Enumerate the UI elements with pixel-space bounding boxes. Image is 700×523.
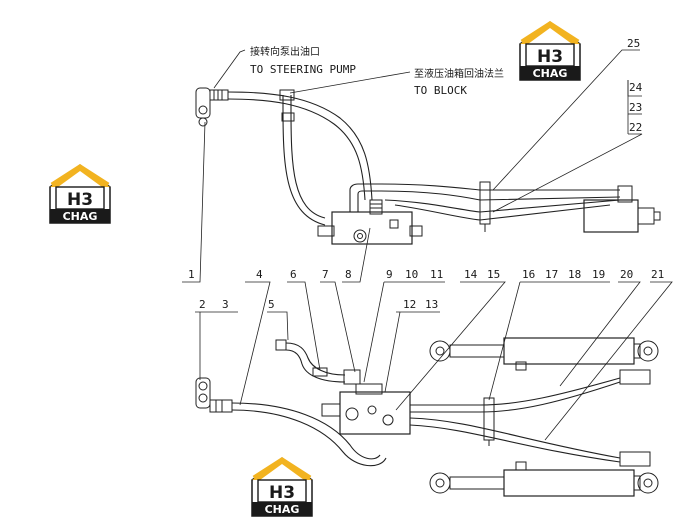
logo-letters-text: CHAG bbox=[533, 67, 568, 80]
logo-letters-text: CHAG bbox=[63, 210, 98, 223]
top-assembly bbox=[195, 87, 661, 245]
part-number: 17 bbox=[545, 268, 558, 281]
part-number: 20 bbox=[620, 268, 633, 281]
part-number: 21 bbox=[651, 268, 664, 281]
part-number: 24 bbox=[629, 81, 643, 94]
part-number: 16 bbox=[522, 268, 535, 281]
leaders bbox=[182, 49, 673, 441]
logo-top-right: H3 CHAG bbox=[520, 22, 580, 80]
logo-bottom: H3 CHAG bbox=[252, 458, 312, 516]
logo-mark-text: H3 bbox=[67, 190, 93, 210]
part-number: 19 bbox=[592, 268, 605, 281]
logo-mark-text: H3 bbox=[269, 483, 295, 503]
part-number: 23 bbox=[629, 101, 642, 114]
part-number: 22 bbox=[629, 121, 642, 134]
part-number: 6 bbox=[290, 268, 297, 281]
part-number: 10 bbox=[405, 268, 418, 281]
pump-label-cn: 接转向泵出油口 bbox=[250, 45, 320, 58]
part-number: 15 bbox=[487, 268, 500, 281]
part-number: 13 bbox=[425, 298, 438, 311]
part-number: 7 bbox=[322, 268, 329, 281]
part-number: 8 bbox=[345, 268, 352, 281]
logo-left: H3 CHAG bbox=[50, 165, 110, 223]
part-number: 11 bbox=[430, 268, 443, 281]
part-number: 12 bbox=[403, 298, 416, 311]
part-number: 2 bbox=[199, 298, 206, 311]
bottom-assembly bbox=[195, 337, 659, 497]
pump-leader bbox=[213, 49, 246, 89]
part-number: 25 bbox=[627, 37, 640, 50]
part-number: 1 bbox=[188, 268, 195, 281]
part-number: 3 bbox=[222, 298, 229, 311]
part-number: 9 bbox=[386, 268, 393, 281]
block-label-cn: 至液压油箱回油法兰 bbox=[414, 67, 504, 80]
pump-label-en: TO STEERING PUMP bbox=[250, 63, 356, 76]
part-number: 4 bbox=[256, 268, 263, 281]
block-leader bbox=[289, 71, 411, 94]
part-number: 14 bbox=[464, 268, 478, 281]
logo-mark-text: H3 bbox=[537, 47, 563, 67]
logo-letters-text: CHAG bbox=[265, 503, 300, 516]
part-numbers: 1 2 3 4 5 6 7 8 9 10 11 12 13 14 15 16 1… bbox=[188, 37, 664, 311]
block-label-en: TO BLOCK bbox=[414, 84, 467, 97]
part-number: 5 bbox=[268, 298, 275, 311]
part-number: 18 bbox=[568, 268, 581, 281]
